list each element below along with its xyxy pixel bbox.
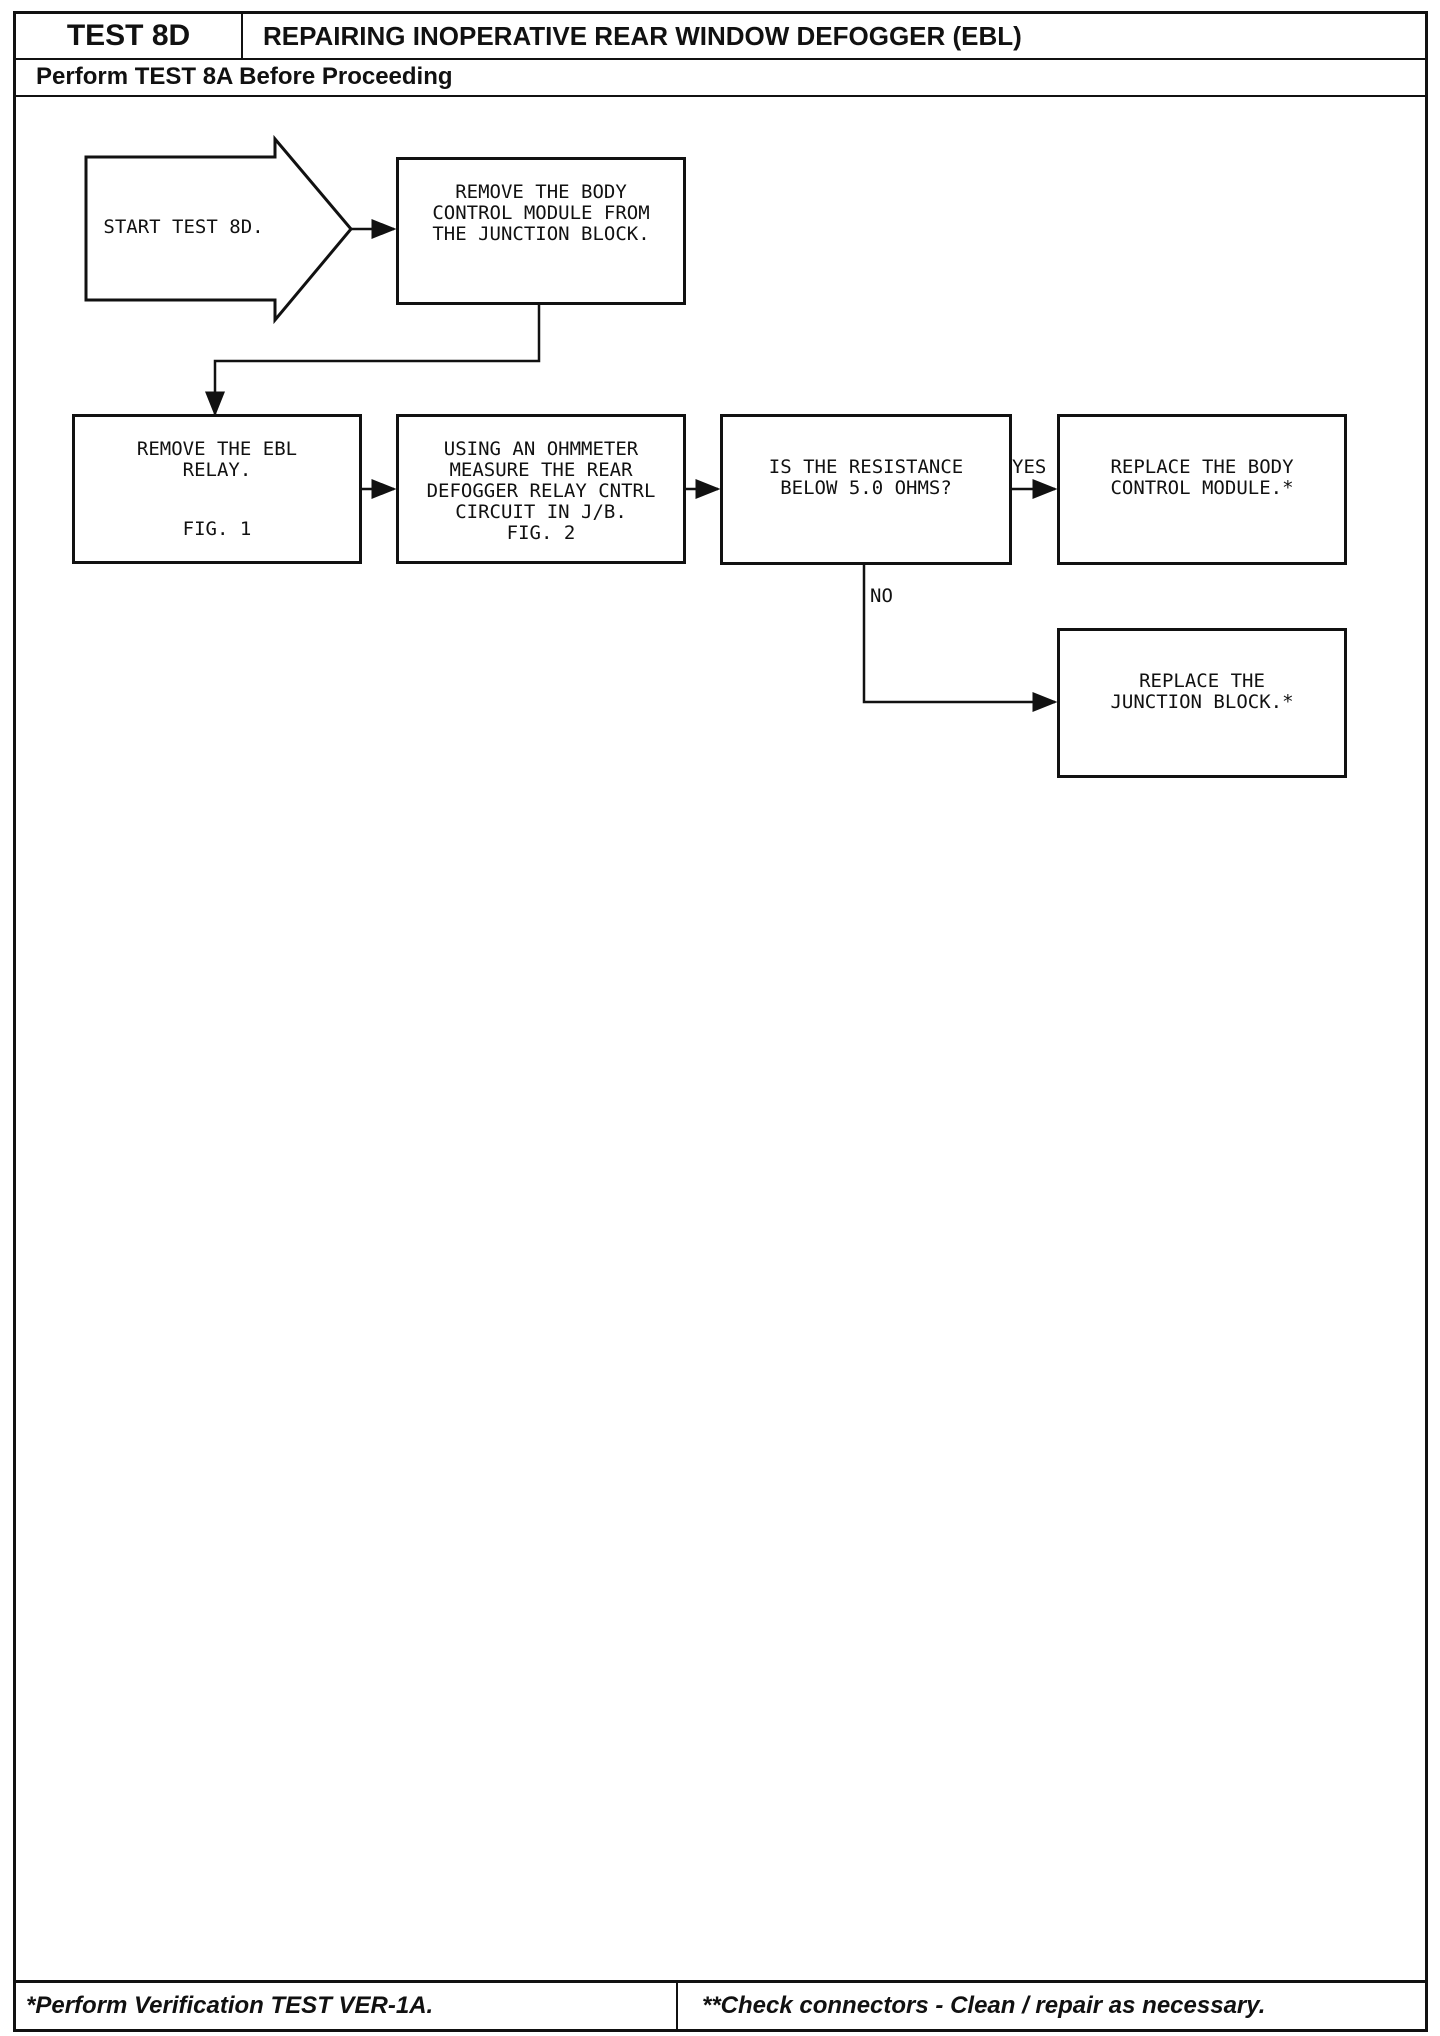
ohmmeter-line-3: DEFOGGER RELAY CNTRL <box>426 480 656 502</box>
question-line-1: IS THE RESISTANCE <box>768 456 964 478</box>
ohmmeter-line-4: CIRCUIT IN J/B. <box>455 501 627 523</box>
step-ohmmeter-measure: USING AN OHMMETER MEASURE THE REAR DEFOG… <box>396 414 686 564</box>
result-replace-junction-block: REPLACE THE JUNCTION BLOCK.* <box>1057 628 1347 778</box>
test-id: TEST 8D <box>16 14 243 58</box>
arrow-question-to-no <box>862 565 1058 712</box>
start-text: START TEST 8D. <box>103 216 264 238</box>
remove-ebl-line-1: REMOVE THE EBL <box>136 438 298 460</box>
footer-verification-note: *Perform Verification TEST VER-1A. <box>16 1983 678 2029</box>
no-result-line-2: JUNCTION BLOCK.* <box>1110 691 1294 713</box>
yes-result-line-2: CONTROL MODULE.* <box>1110 477 1294 499</box>
step-remove-ebl-relay: REMOVE THE EBL RELAY. FIG. 1 <box>72 414 362 564</box>
ohmmeter-line-2: MEASURE THE REAR <box>449 459 633 481</box>
remove-ebl-line-2: RELAY. <box>182 459 252 481</box>
page-title: REPAIRING INOPERATIVE REAR WINDOW DEFOGG… <box>263 20 1022 51</box>
start-label: START TEST 8D. <box>96 217 271 243</box>
yes-label: YES <box>1012 456 1047 478</box>
ohmmeter-line-5: FIG. 2 <box>506 522 576 544</box>
arrow-remove-bcm-to-remove-ebl <box>205 304 541 417</box>
step-remove-bcm: REMOVE THE BODY CONTROL MODULE FROM THE … <box>396 157 686 305</box>
flowchart-connectors <box>84 134 1058 712</box>
no-result-line-1: REPLACE THE <box>1139 670 1265 692</box>
yes-result-line-1: REPLACE THE BODY <box>1110 456 1294 478</box>
prerequisite-note: Perform TEST 8A Before Proceeding <box>16 58 1425 97</box>
no-label: NO <box>870 585 893 607</box>
ohmmeter-line-1: USING AN OHMMETER <box>443 438 639 460</box>
question-line-2: BELOW 5.0 OHMS? <box>780 477 952 499</box>
remove-bcm-line-2: CONTROL MODULE FROM <box>432 202 650 224</box>
test-sheet: TEST 8D REPAIRING INOPERATIVE REAR WINDO… <box>13 11 1428 2032</box>
decision-resistance: IS THE RESISTANCE BELOW 5.0 OHMS? <box>720 414 1012 565</box>
remove-bcm-line-3: THE JUNCTION BLOCK. <box>432 223 650 245</box>
header-bar: TEST 8D REPAIRING INOPERATIVE REAR WINDO… <box>16 14 1425 60</box>
remove-ebl-fig: FIG. 1 <box>182 518 252 540</box>
start-arrow-shape <box>84 134 353 325</box>
result-replace-bcm: REPLACE THE BODY CONTROL MODULE.* <box>1057 414 1347 565</box>
remove-bcm-line-1: REMOVE THE BODY <box>455 181 627 203</box>
footer-connector-note: **Check connectors - Clean / repair as n… <box>702 1992 1266 2019</box>
footer-bar: *Perform Verification TEST VER-1A. **Che… <box>16 1980 1425 2029</box>
